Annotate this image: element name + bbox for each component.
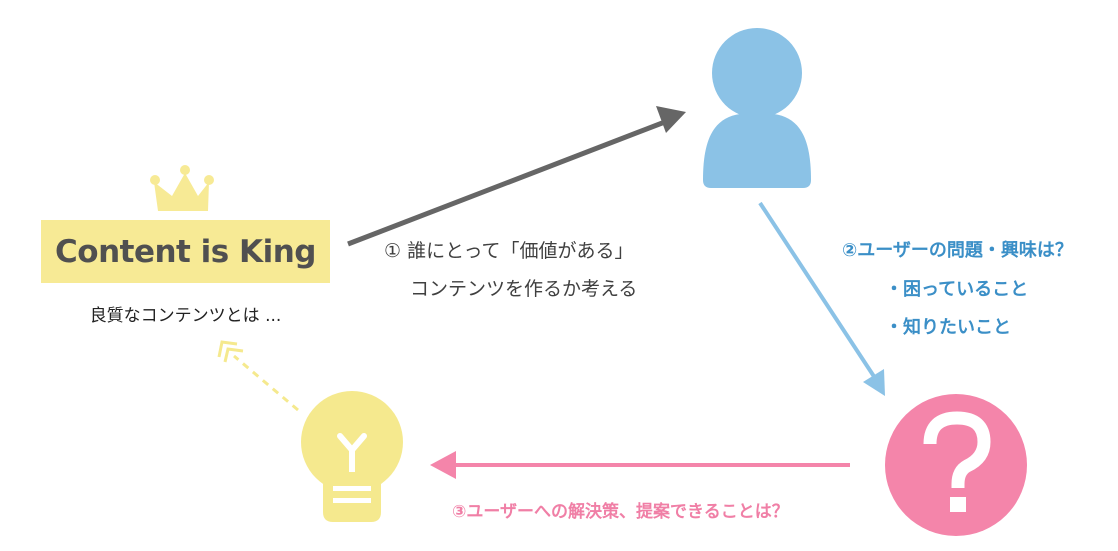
content-king-caption: 良質なコンテンツとは ...	[89, 306, 282, 326]
step3-text: ③ユーザーへの解決策、提案できることは？	[452, 502, 789, 522]
question-mark-icon	[885, 394, 1027, 536]
step2-bullet: ・知りたいこと	[885, 317, 1011, 338]
arrow-to-bulb	[430, 451, 850, 479]
crown-icon	[150, 165, 214, 211]
user-icon	[703, 28, 811, 188]
content-king-title: Content is King	[55, 233, 316, 270]
arrow-to-user	[347, 106, 686, 247]
step1-line2: コンテンツを作るか考える	[410, 278, 638, 300]
lightbulb-icon	[301, 391, 403, 522]
arrow-to-question	[758, 201, 885, 396]
step1-line1: ① 誰にとって「価値がある」	[384, 240, 634, 262]
step2-title: ②ユーザーの問題・興味は？	[842, 240, 1073, 261]
step2-bullet: ・困っていること	[885, 279, 1029, 300]
arrow-to-king-dashed	[217, 340, 299, 412]
content-king-banner: Content is King	[41, 220, 330, 283]
